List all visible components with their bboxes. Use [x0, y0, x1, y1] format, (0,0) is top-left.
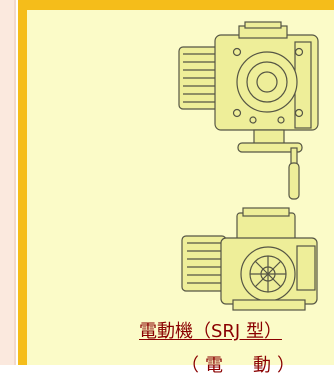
product-caption: 電動機（SRJ 型）	[139, 321, 282, 343]
left-margin-strip	[0, 0, 14, 365]
product-name-link[interactable]: 電動機（SRJ 型）	[139, 321, 282, 342]
actuator-top-view-icon	[178, 21, 319, 200]
product-image-panel: 電動機（SRJ 型） （電 動）	[18, 0, 334, 376]
actuator-drawing	[178, 21, 319, 311]
left-margin-rule	[14, 0, 16, 365]
product-subcaption: （電 動）	[181, 355, 301, 376]
actuator-front-view-icon	[181, 207, 318, 311]
